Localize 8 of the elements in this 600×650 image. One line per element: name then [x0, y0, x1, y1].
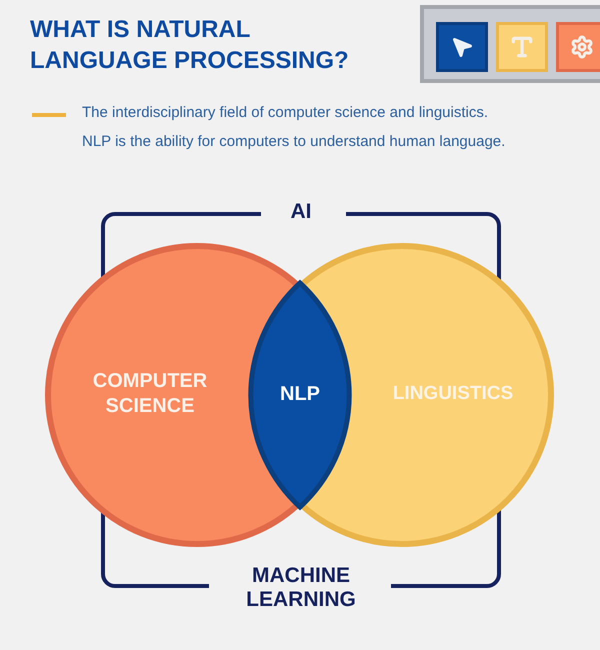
- description-text: The interdisciplinary field of computer science and linguistics.: [82, 104, 488, 121]
- circle-label: LINGUISTICS: [392, 382, 514, 406]
- frame-title: AI: [290, 200, 312, 224]
- circle-label: COMPUTER SCIENCE: [92, 369, 208, 419]
- overlap-label: NLP: [279, 382, 321, 406]
- frame-title: MACHINE LEARNING: [245, 564, 357, 612]
- title: WHAT IS NATURAL LANGUAGE PROCESSING?: [30, 15, 350, 76]
- description-text: NLP is the ability for computers to understand human language.: [82, 133, 506, 150]
